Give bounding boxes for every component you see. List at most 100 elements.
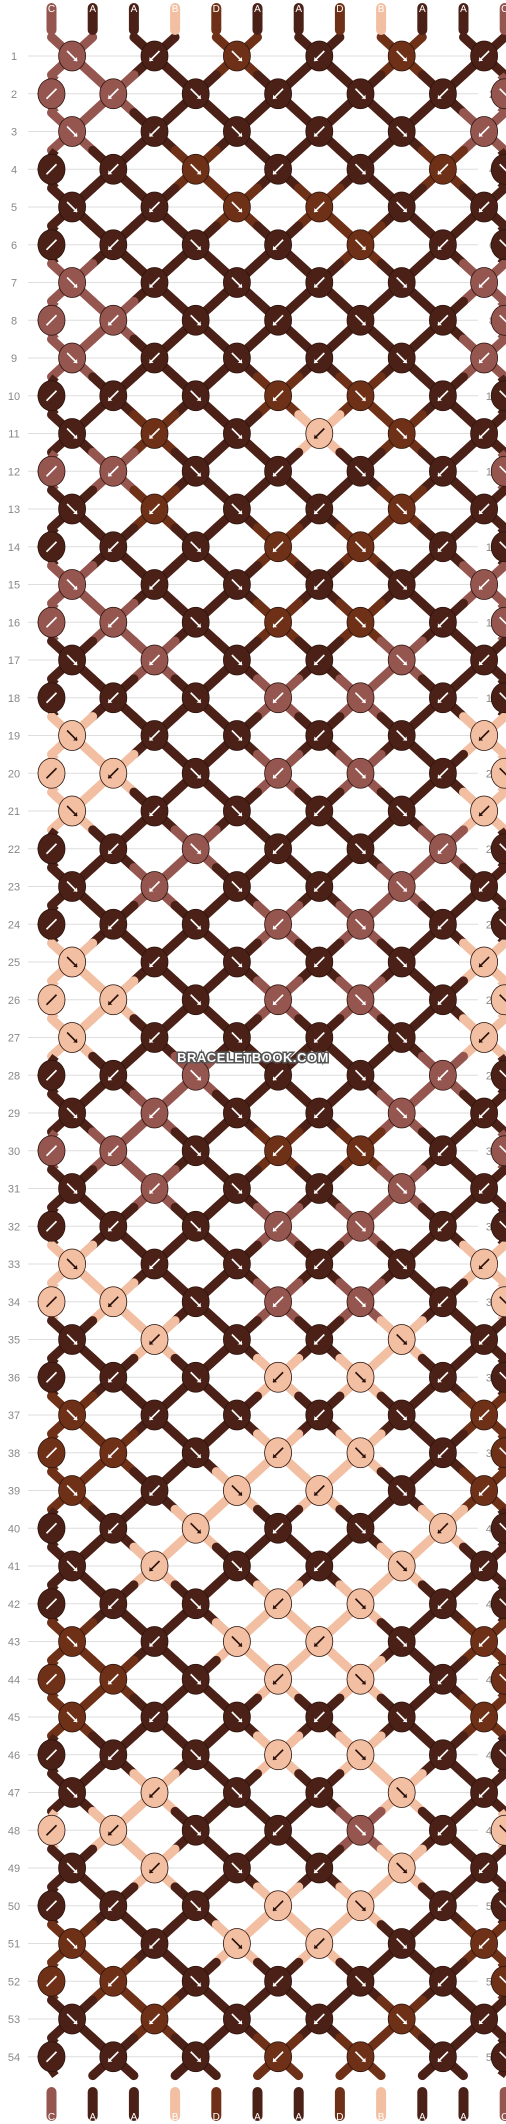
knot	[490, 1814, 506, 1846]
knot-body	[490, 606, 506, 638]
strand-top-label: C	[48, 4, 55, 15]
knot	[470, 418, 499, 449]
knot	[222, 267, 251, 298]
knot	[428, 229, 457, 261]
knot	[222, 1852, 251, 1884]
knot	[264, 757, 293, 789]
knot-arrowhead-icon	[437, 1755, 442, 1760]
knot	[387, 1324, 416, 1355]
knot	[264, 1814, 293, 1846]
knot-arrowhead-icon	[73, 1114, 78, 1118]
row-number-left: 37	[8, 1410, 20, 1422]
knot-arrowhead-icon	[402, 2020, 407, 2024]
knot-arrowhead-icon	[196, 1227, 201, 1232]
knot	[470, 1475, 499, 1506]
knot	[181, 78, 210, 110]
knot	[181, 682, 210, 714]
knot	[264, 1210, 293, 1242]
knot	[99, 229, 128, 261]
knot-arrowhead-icon	[314, 2020, 319, 2024]
knot-arrowhead-icon	[73, 963, 78, 967]
knot-arrow-icon	[45, 994, 58, 1006]
knot	[305, 1475, 334, 1506]
knot	[99, 1588, 128, 1620]
row-number-left: 25	[8, 957, 20, 969]
knot	[346, 304, 375, 336]
knot	[99, 304, 128, 336]
knot	[140, 1852, 169, 1884]
knot-arrowhead-icon	[196, 1529, 201, 1534]
knot	[470, 871, 499, 902]
knot-body	[490, 682, 506, 714]
knot-arrowhead-icon	[437, 1000, 442, 1005]
knot	[37, 1965, 66, 1997]
knot	[490, 531, 506, 563]
knot-arrowhead-icon	[196, 170, 201, 175]
knot	[305, 1248, 334, 1280]
knot-arrowhead-icon	[237, 1718, 242, 1722]
knot	[428, 908, 457, 940]
knot	[37, 1135, 66, 1167]
knot	[305, 1777, 334, 1808]
knot-arrowhead-icon	[361, 170, 366, 175]
knot-arrowhead-icon	[314, 434, 319, 439]
knot-arrowhead-icon	[196, 925, 201, 930]
knot-arrowhead-icon	[437, 1529, 442, 1534]
knot-arrowhead-icon	[108, 1227, 113, 1232]
knot-arrowhead-icon	[437, 1453, 442, 1458]
knot-arrowhead-icon	[237, 1869, 242, 1873]
row-number-left: 3	[11, 127, 17, 139]
knot-arrowhead-icon	[237, 434, 242, 439]
knot	[470, 1324, 499, 1355]
knot	[470, 1022, 499, 1053]
knot-arrowhead-icon	[402, 1567, 407, 1571]
knot	[346, 1286, 375, 1318]
knot	[181, 1059, 210, 1091]
knot	[346, 380, 375, 412]
knot	[428, 1890, 457, 1922]
knot	[99, 1739, 128, 1771]
knot-arrowhead-icon	[402, 1642, 407, 1647]
row-number-left: 15	[8, 580, 20, 592]
knot	[181, 1135, 210, 1167]
knot	[428, 1135, 457, 1167]
knot-arrow-icon	[499, 1371, 506, 1380]
knot	[264, 1588, 293, 1620]
knot-arrow-icon	[499, 314, 506, 323]
strand-bottom-label: D	[213, 2112, 220, 2123]
knot	[470, 1777, 499, 1808]
knot-arrowhead-icon	[479, 434, 484, 439]
knot-arrowhead-icon	[361, 1378, 366, 1383]
row-number-left: 32	[8, 1221, 20, 1233]
knot	[387, 116, 416, 147]
knot	[490, 229, 506, 261]
knot	[428, 1663, 457, 1695]
knot	[387, 946, 416, 978]
knot-arrowhead-icon	[273, 774, 278, 779]
knot-arrowhead-icon	[314, 1491, 319, 1496]
knot-arrowhead-icon	[402, 1718, 407, 1722]
knot	[470, 1550, 499, 1582]
knot-arrowhead-icon	[361, 1755, 366, 1760]
knot	[37, 1814, 66, 1846]
knot	[37, 1663, 66, 1695]
knot-arrowhead-icon	[149, 359, 154, 363]
knot	[181, 1361, 210, 1393]
knot	[58, 720, 86, 751]
knot-arrowhead-icon	[196, 1000, 201, 1005]
knot	[470, 2003, 499, 2035]
knot	[428, 304, 457, 336]
knot-arrowhead-icon	[237, 812, 242, 816]
knot-arrowhead-icon	[149, 208, 154, 212]
knot	[58, 1701, 86, 1733]
knot-arrow-icon	[499, 616, 506, 625]
knot	[58, 1248, 86, 1280]
knot	[387, 644, 416, 676]
knot-arrowhead-icon	[108, 1302, 113, 1307]
knot-arrow-icon	[45, 1598, 58, 1610]
knot	[346, 229, 375, 261]
row-number-left: 50	[8, 1901, 20, 1913]
row-number-left: 16	[8, 617, 20, 629]
knot	[305, 720, 334, 751]
knot-arrowhead-icon	[73, 1038, 78, 1043]
